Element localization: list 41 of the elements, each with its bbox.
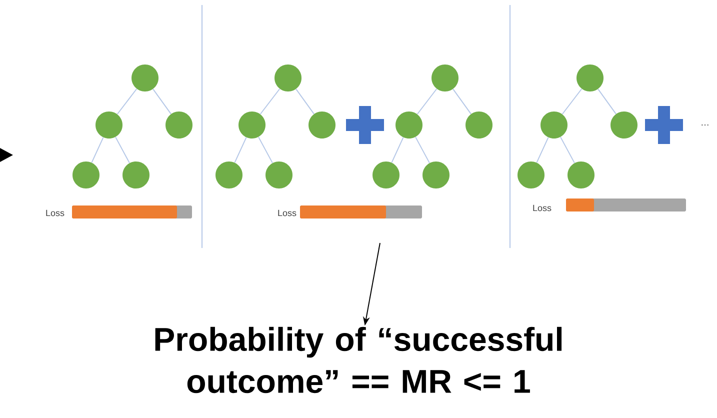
tree-node — [422, 162, 450, 188]
tree-node — [96, 112, 122, 138]
tree-node — [576, 64, 604, 92]
tree-branch — [562, 88, 582, 115]
tree-branch — [234, 136, 247, 164]
tree-node — [466, 112, 492, 138]
tree-node — [540, 112, 568, 138]
tree-branch — [116, 88, 138, 115]
tree-branch — [152, 88, 172, 114]
tree-branch — [536, 136, 549, 164]
tree-node — [568, 162, 594, 188]
tree-branch — [91, 136, 104, 164]
tree-branch — [416, 88, 438, 115]
tree-branch — [415, 136, 430, 164]
tree-node — [396, 112, 422, 138]
tree-node — [518, 162, 544, 188]
loss-label: Loss — [278, 210, 296, 216]
tree-node — [216, 162, 242, 188]
tree-branch — [598, 88, 616, 114]
tree-node — [132, 64, 158, 92]
tree-branch — [296, 88, 314, 114]
tree-node — [274, 64, 302, 92]
tree-node — [372, 162, 400, 188]
result-text: Probability of “successful outcome” == MR <= 1 — [155, 326, 562, 394]
tree-node — [72, 162, 100, 188]
tree-node — [266, 162, 292, 188]
tree-node — [238, 112, 266, 138]
tree-branch — [260, 88, 280, 115]
tree-branch — [115, 136, 130, 164]
tree-branch — [452, 88, 472, 114]
tree-node — [166, 112, 192, 138]
tree-node — [610, 112, 638, 138]
loss-label: Loss — [533, 204, 552, 212]
ellipsis-text: … — [702, 124, 708, 126]
tree-branch — [560, 136, 575, 164]
tree-node — [122, 162, 150, 188]
tree-branch — [391, 136, 404, 164]
tree-branch — [258, 136, 273, 164]
loss-label: Loss — [46, 210, 64, 216]
tree-node — [432, 64, 458, 92]
tree-node — [308, 112, 336, 138]
